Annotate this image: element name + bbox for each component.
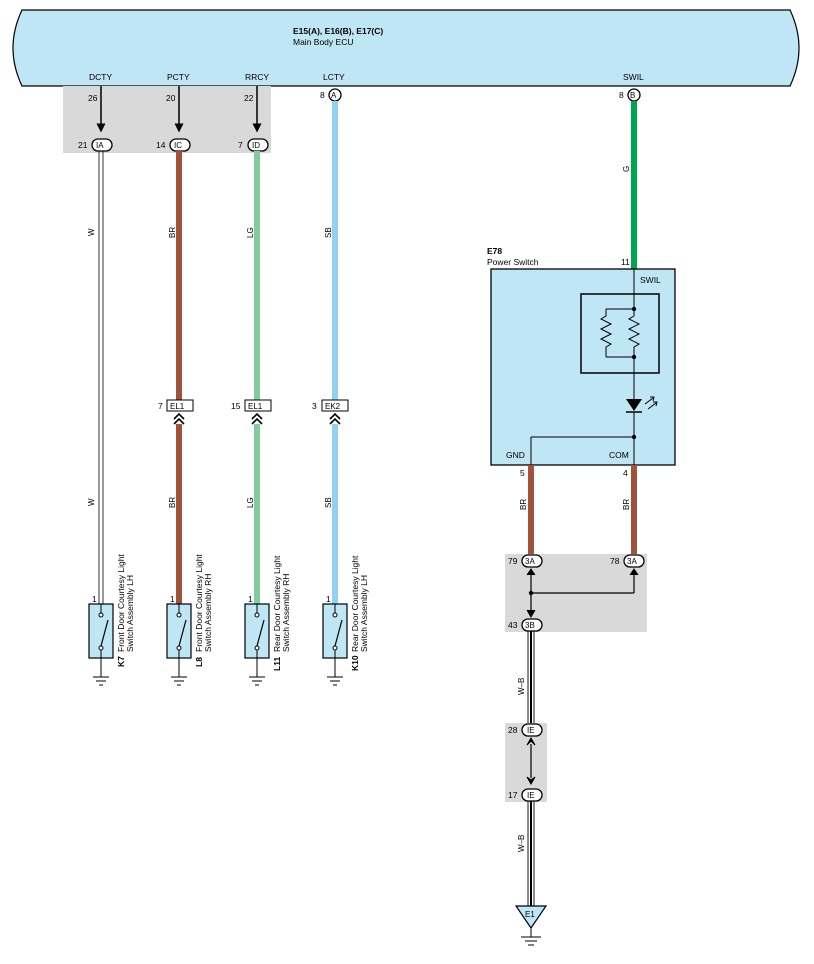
e78-com-label: COM bbox=[609, 450, 629, 460]
el1-b-pin: 15 bbox=[231, 401, 241, 411]
swil-connector: B bbox=[630, 91, 635, 100]
wire-br-com: BR bbox=[622, 499, 631, 510]
circuit-swil: B 8 G bbox=[619, 88, 641, 270]
ground-label: E1 bbox=[525, 910, 535, 919]
l11-pin: 1 bbox=[248, 594, 253, 604]
gnd-pin: 5 bbox=[520, 468, 525, 478]
ecu-terminal-lcty: LCTY bbox=[323, 72, 345, 82]
circuit-lcty: A 8 SB EK2 3 SB bbox=[312, 88, 349, 604]
id-pin: 7 bbox=[238, 140, 243, 150]
k7-pin: 1 bbox=[92, 594, 97, 604]
l8-pin: 1 bbox=[170, 594, 175, 604]
junction-ie: IE 28 IE 17 bbox=[505, 723, 547, 802]
k10-line1: Rear Door Courtesy Light bbox=[350, 555, 360, 652]
ie-bottom-pin: 17 bbox=[508, 790, 518, 800]
el1-b-id: EL1 bbox=[248, 402, 263, 411]
l8-line1: Front Door Courtesy Light bbox=[194, 554, 204, 652]
dcty-pin: 26 bbox=[88, 93, 98, 103]
wire-br-2: BR bbox=[168, 497, 177, 508]
wire-w-2: W bbox=[87, 498, 96, 506]
wire-wb-2: W–B bbox=[517, 835, 526, 852]
e78-name: Power Switch bbox=[487, 257, 539, 267]
el1-a-pin: 7 bbox=[158, 401, 163, 411]
ek2-id: EK2 bbox=[325, 402, 341, 411]
joint-connector-3a-3b: 3A 79 3A 78 3B 43 bbox=[505, 554, 647, 632]
pcty-pin: 20 bbox=[166, 93, 176, 103]
e78-swil-label: SWIL bbox=[640, 275, 661, 285]
l8-line2: Switch Assembly RH bbox=[203, 574, 213, 652]
wire-wb-upper: W–B bbox=[517, 631, 535, 723]
l11-line2: Switch Assembly RH bbox=[281, 574, 291, 652]
main-body-ecu: E15(A), E16(B), E17(C) Main Body ECU DCT… bbox=[12, 9, 800, 87]
k7-ref: K7 bbox=[116, 656, 126, 667]
wire-wb-1: W–B bbox=[517, 678, 526, 695]
switch-k10: 1 K10 Rear Door Courtesy Light Switch As… bbox=[322, 555, 369, 686]
j3a-left-pin: 79 bbox=[508, 556, 518, 566]
id-id: ID bbox=[252, 141, 260, 150]
lcty-pin: 8 bbox=[320, 90, 325, 100]
wire-sb-1: SB bbox=[324, 227, 333, 238]
swil-pin: 8 bbox=[619, 90, 624, 100]
j3a-right-id: 3A bbox=[627, 557, 637, 566]
ecu-ref: E15(A), E16(B), E17(C) bbox=[293, 26, 383, 36]
ecu-terminal-dcty: DCTY bbox=[89, 72, 112, 82]
j3a-right-pin: 78 bbox=[610, 556, 620, 566]
circuit-pcty: 20 IC 14 BR EL1 7 BR bbox=[156, 86, 194, 604]
l11-line1: Rear Door Courtesy Light bbox=[272, 555, 282, 652]
wire-g: G bbox=[622, 166, 631, 172]
j3b-pin: 43 bbox=[508, 620, 518, 630]
lcty-connector: A bbox=[331, 91, 337, 100]
e78-ref: E78 bbox=[487, 246, 502, 256]
wire-sb-2: SB bbox=[324, 497, 333, 508]
switch-l8: 1 L8 Front Door Courtesy Light Switch As… bbox=[166, 554, 213, 686]
wire-w-1: W bbox=[87, 228, 96, 236]
j3b-id: 3B bbox=[525, 621, 535, 630]
k10-line2: Switch Assembly LH bbox=[359, 575, 369, 652]
rrcy-pin: 22 bbox=[244, 93, 254, 103]
ic-pin: 14 bbox=[156, 140, 166, 150]
k10-pin: 1 bbox=[326, 594, 331, 604]
wire-wb-lower: W–B bbox=[517, 801, 535, 906]
ie-bottom-id: IE bbox=[527, 791, 535, 800]
switch-k7: 1 K7 Front Door Courtesy Light Switch As… bbox=[88, 554, 135, 686]
wire-lg-1: LG bbox=[246, 227, 255, 238]
el1-a-id: EL1 bbox=[170, 402, 185, 411]
ek2-pin: 3 bbox=[312, 401, 317, 411]
circuit-dcty: 26 IA 21 W W bbox=[78, 86, 113, 604]
k7-line1: Front Door Courtesy Light bbox=[116, 554, 126, 652]
ecu-terminal-rrcy: RRCY bbox=[245, 72, 269, 82]
circuit-rrcy: 22 ID 7 LG EL1 15 LG bbox=[231, 86, 272, 604]
j3a-left-id: 3A bbox=[525, 557, 535, 566]
wire-br-1: BR bbox=[168, 227, 177, 238]
l11-ref: L11 bbox=[272, 657, 282, 671]
k10-ref: K10 bbox=[350, 655, 360, 671]
ic-id: IC bbox=[174, 141, 182, 150]
e78-gnd-label: GND bbox=[506, 450, 525, 460]
ia-id: IA bbox=[96, 141, 104, 150]
ecu-name: Main Body ECU bbox=[293, 37, 353, 47]
com-pin: 4 bbox=[623, 468, 628, 478]
wire-lg-2: LG bbox=[246, 497, 255, 508]
power-switch-outputs: 5 4 BR BR bbox=[519, 465, 637, 554]
ecu-terminal-swil: SWIL bbox=[623, 72, 644, 82]
ie-top-id: IE bbox=[527, 726, 535, 735]
wire-br-gnd: BR bbox=[519, 499, 528, 510]
ecu-terminal-pcty: PCTY bbox=[167, 72, 190, 82]
ie-top-pin: 28 bbox=[508, 725, 518, 735]
l8-ref: L8 bbox=[194, 657, 204, 667]
power-switch-e78: E78 Power Switch 11 SWIL GND COM bbox=[487, 246, 676, 466]
k7-line2: Switch Assembly LH bbox=[125, 575, 135, 652]
switch-l11: 1 L11 Rear Door Courtesy Light Switch As… bbox=[244, 555, 291, 686]
e78-swil-pin: 11 bbox=[621, 257, 630, 267]
ecu-body bbox=[12, 9, 800, 87]
ia-pin: 21 bbox=[78, 140, 88, 150]
ground-point-e1: E1 bbox=[514, 905, 548, 946]
